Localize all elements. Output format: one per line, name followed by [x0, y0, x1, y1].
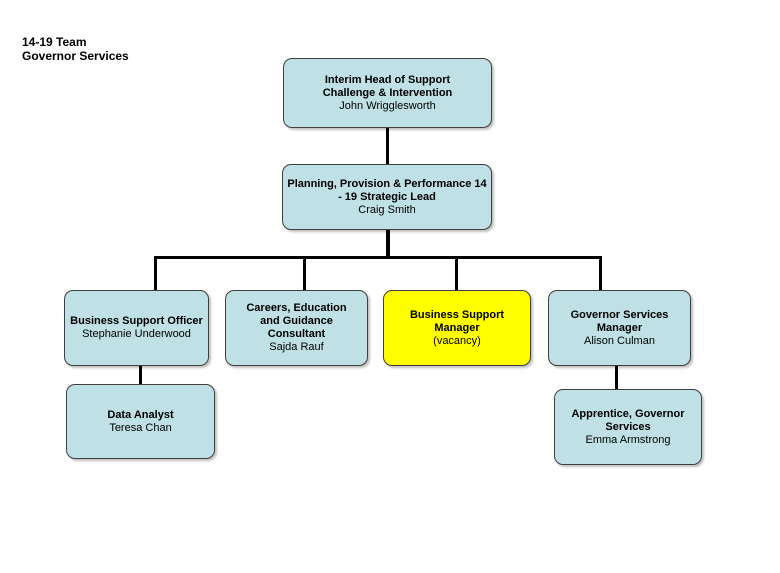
careers-consultant-box: Careers, Education and Guidance Consulta… [225, 290, 368, 366]
role-title: Business Support Manager [409, 308, 505, 334]
strategic-lead-box: Planning, Provision & Performance 14 - 1… [282, 164, 492, 230]
connector-to-governor-services-manager [599, 256, 602, 290]
person-name: John Wrigglesworth [339, 99, 436, 112]
apprentice-box: Apprentice, Governor Services Emma Armst… [554, 389, 702, 465]
person-name: Sajda Rauf [269, 341, 324, 353]
data-analyst-box: Data Analyst Teresa Chan [66, 384, 215, 459]
head-of-support-box: Interim Head of Support Challenge & Inte… [283, 58, 492, 128]
connector-officer-to-data-analyst [139, 366, 142, 384]
connector-manager-to-apprentice [615, 366, 618, 389]
team-name: 14-19 Team [22, 35, 87, 49]
person-name: Stephanie Underwood [82, 328, 191, 340]
connector-lead-to-bus [386, 230, 390, 257]
vacancy-label: (vacancy) [433, 334, 481, 347]
connector-to-business-support-manager [455, 256, 458, 290]
chart-header: 14-19 Team Governor Services [22, 35, 129, 63]
role-title: Interim Head of Support Challenge & Inte… [322, 73, 453, 99]
connector-to-careers [303, 256, 306, 290]
person-name: Teresa Chan [109, 421, 172, 434]
role-title: Apprentice, Governor Services [571, 407, 685, 433]
role-title: Planning, Provision & Performance 14 - 1… [287, 177, 487, 203]
business-support-officer-box: Business Support Officer Stephanie Under… [64, 290, 209, 366]
person-name: Alison Culman [584, 334, 655, 347]
person-name: Craig Smith [358, 203, 416, 216]
role-title: Data Analyst [107, 408, 174, 421]
connector-head-to-lead [386, 128, 389, 164]
governor-services-manager-box: Governor Services Manager Alison Culman [548, 290, 691, 366]
department-name: Governor Services [22, 49, 129, 63]
connector-to-business-support-officer [154, 256, 157, 290]
business-support-manager-box: Business Support Manager (vacancy) [383, 290, 531, 366]
person-name: Emma Armstrong [585, 433, 671, 446]
connector-horizontal-bus [154, 256, 602, 259]
role-title: Business Support Officer [70, 315, 203, 327]
role-title: Governor Services Manager [570, 308, 669, 334]
role-title: Careers, Education and Guidance Consulta… [246, 302, 347, 340]
